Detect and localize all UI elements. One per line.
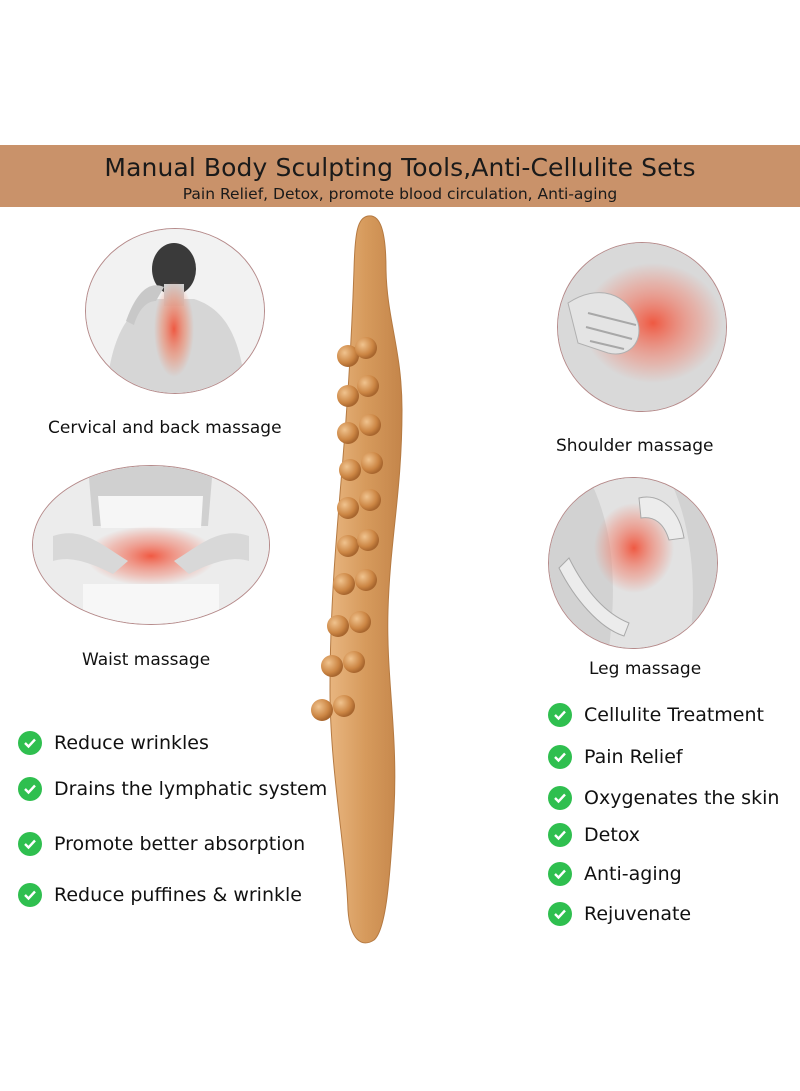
waist-massage-image: [32, 465, 270, 625]
banner-title: Manual Body Sculpting Tools,Anti-Celluli…: [104, 153, 696, 182]
cervical-caption: Cervical and back massage: [48, 418, 282, 438]
check-circle-icon: [548, 745, 572, 769]
leg-caption: Leg massage: [589, 659, 702, 679]
benefit-left-4: Reduce puffines & wrinkle: [18, 883, 302, 907]
benefit-label: Pain Relief: [584, 746, 683, 768]
check-circle-icon: [18, 883, 42, 907]
benefit-label: Oxygenates the skin: [584, 787, 780, 809]
shoulder-massage-image: [557, 242, 727, 412]
benefit-label: Rejuvenate: [584, 903, 692, 925]
check-circle-icon: [548, 823, 572, 847]
benefit-label: Detox: [584, 824, 641, 846]
stick-beads: [311, 337, 383, 721]
shoulder-caption: Shoulder massage: [556, 436, 714, 456]
benefit-right-2: Pain Relief: [548, 745, 683, 769]
check-circle-icon: [548, 786, 572, 810]
benefit-left-3: Promote better absorption: [18, 832, 305, 856]
benefit-right-5: Anti-aging: [548, 862, 682, 886]
check-circle-icon: [548, 902, 572, 926]
benefit-right-1: Cellulite Treatment: [548, 703, 764, 727]
leg-massage-image: [548, 477, 718, 649]
benefit-right-6: Rejuvenate: [548, 902, 691, 926]
benefit-right-4: Detox: [548, 823, 640, 847]
check-circle-icon: [548, 703, 572, 727]
benefit-left-1: Reduce wrinkles: [18, 731, 209, 755]
benefit-label: Anti-aging: [584, 863, 682, 885]
title-banner: Manual Body Sculpting Tools,Anti-Celluli…: [0, 145, 800, 207]
benefit-label: Drains the lymphatic system: [54, 778, 328, 800]
check-circle-icon: [18, 832, 42, 856]
waist-caption: Waist massage: [82, 650, 211, 670]
benefit-right-3: Oxygenates the skin: [548, 786, 779, 810]
benefit-label: Cellulite Treatment: [584, 704, 764, 726]
benefit-left-2: Drains the lymphatic system: [18, 777, 327, 801]
banner-subtitle: Pain Relief, Detox, promote blood circul…: [182, 185, 618, 203]
benefit-label: Reduce wrinkles: [54, 732, 209, 754]
benefit-label: Reduce puffines & wrinkle: [54, 884, 302, 906]
check-circle-icon: [548, 862, 572, 886]
back-massage-image: [85, 228, 265, 394]
wooden-massage-stick: [311, 215, 403, 944]
check-circle-icon: [18, 731, 42, 755]
benefit-label: Promote better absorption: [54, 833, 306, 855]
check-circle-icon: [18, 777, 42, 801]
